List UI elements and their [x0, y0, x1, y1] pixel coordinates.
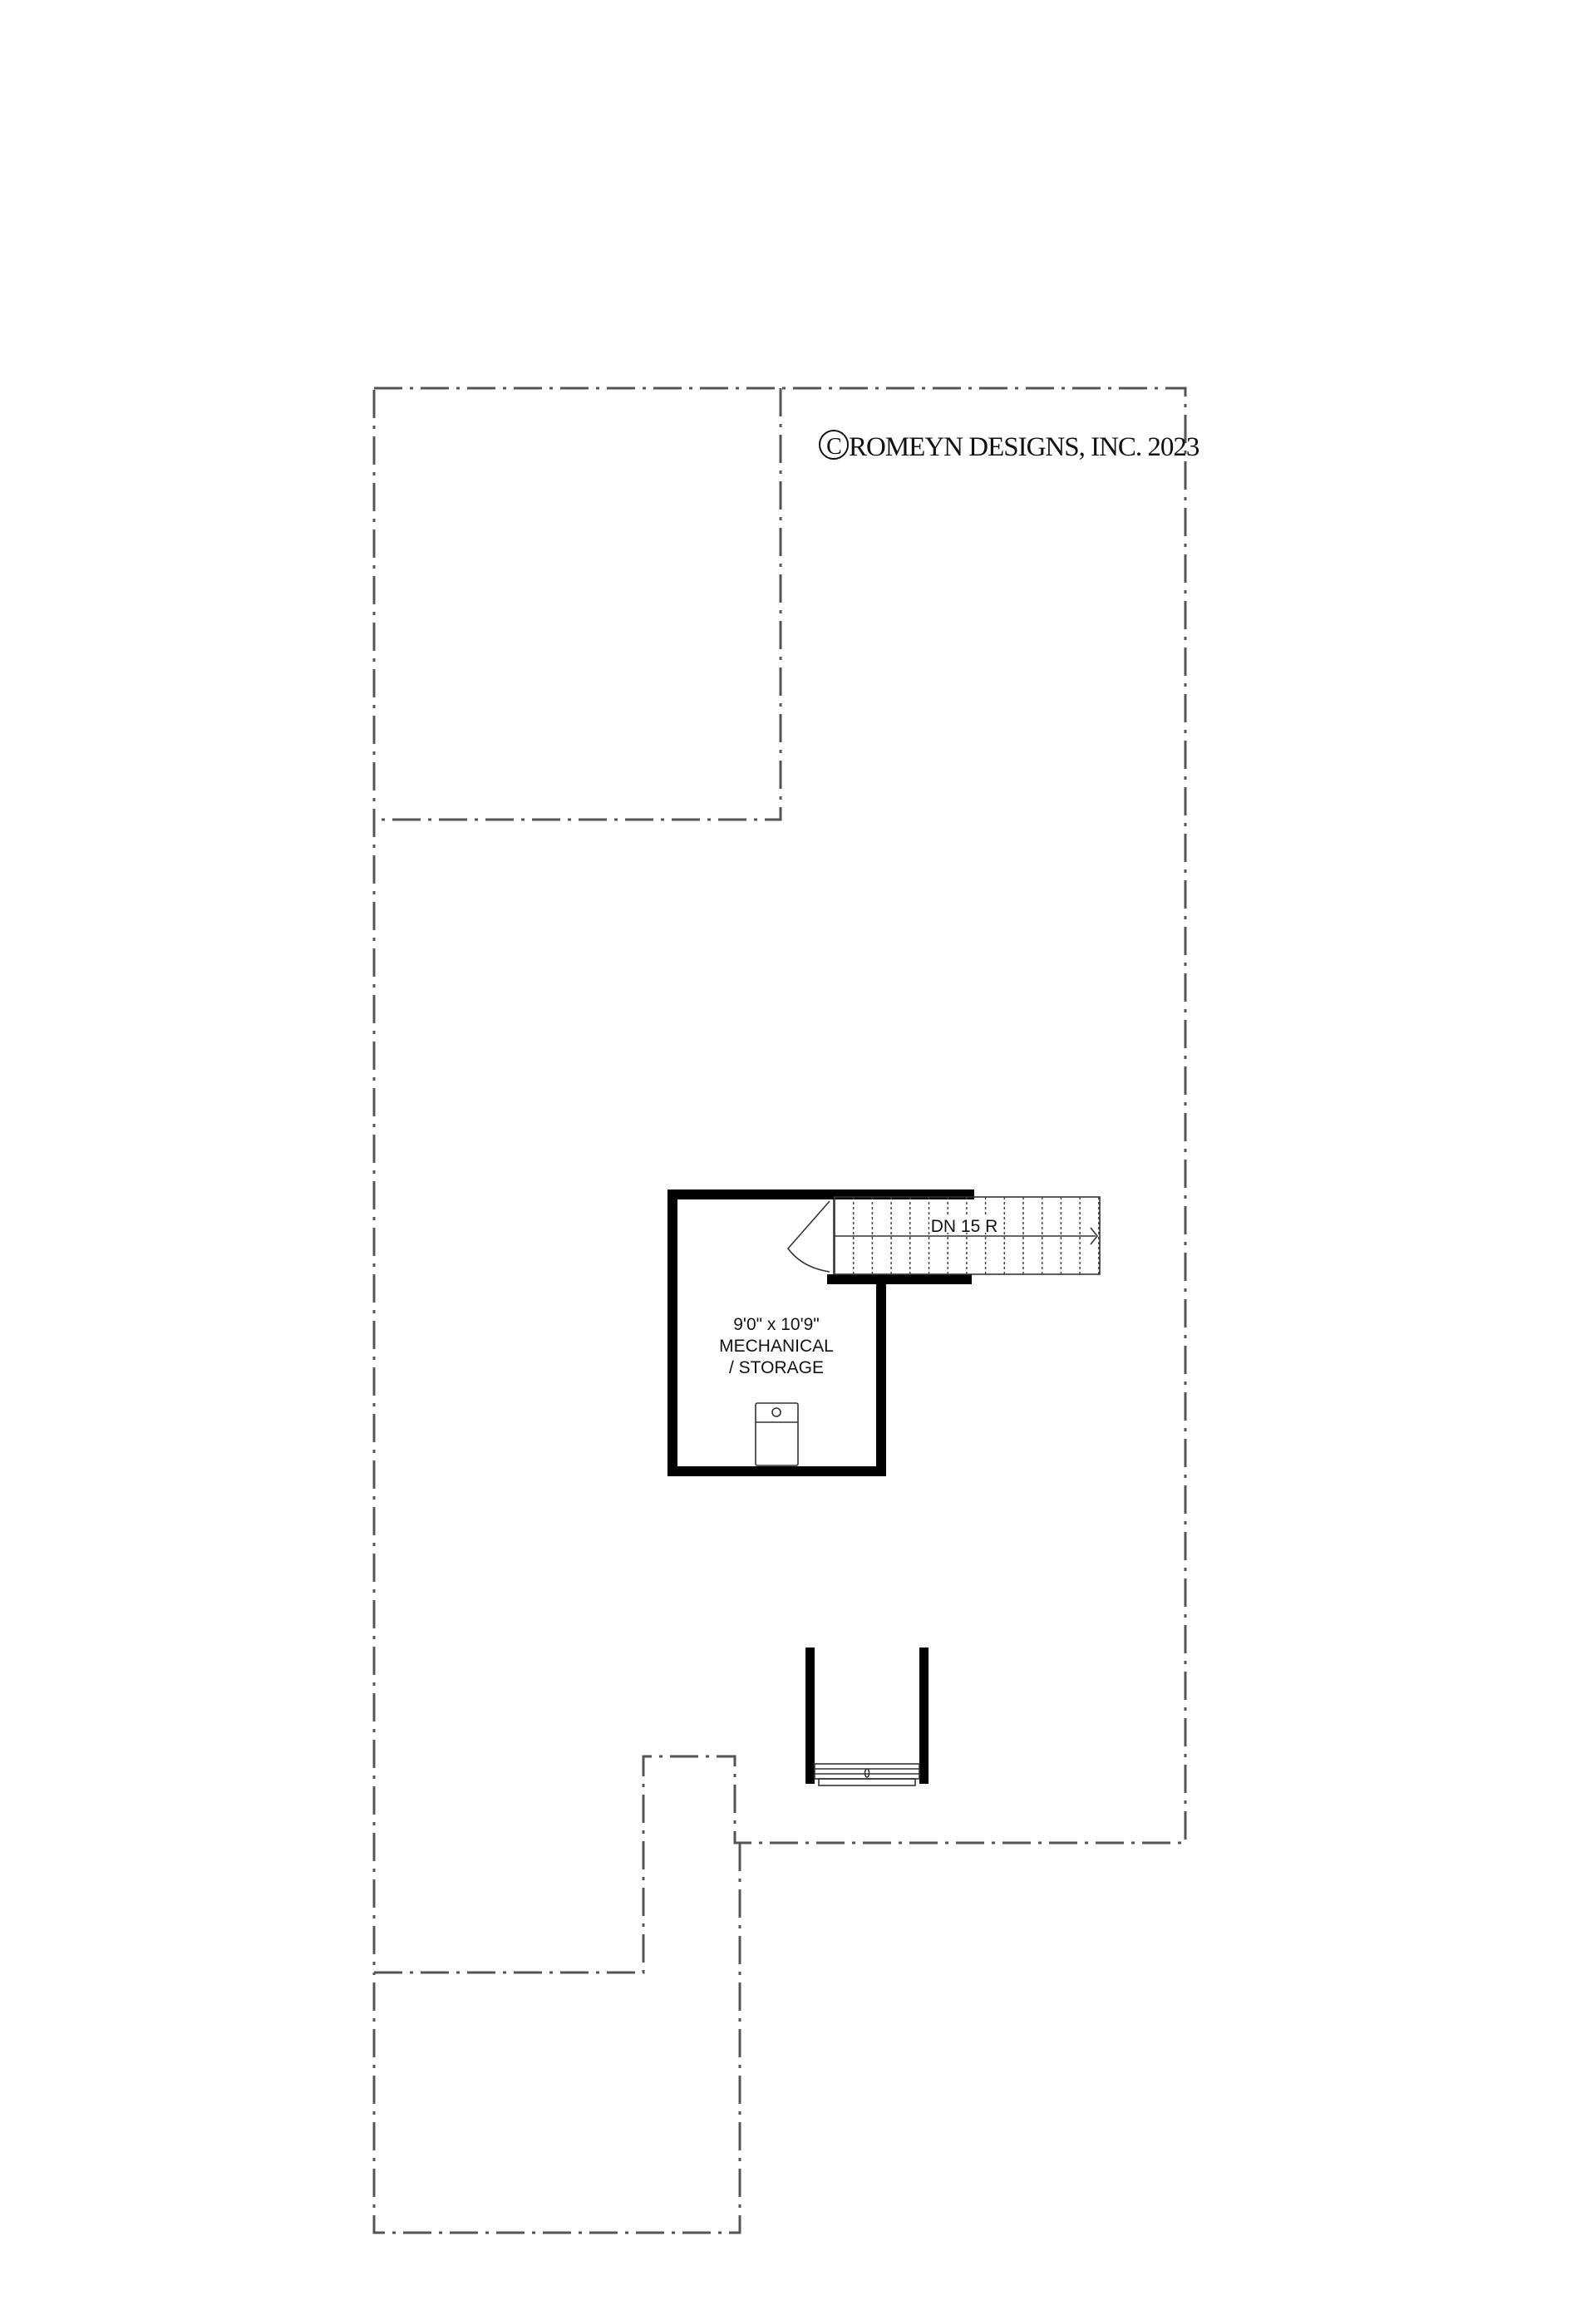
room-name: MECHANICAL [719, 1337, 834, 1356]
copyright-text: ROMEYN DESIGNS, INC. 2023 [849, 432, 1199, 462]
room-name-line2: / STORAGE [729, 1358, 824, 1377]
wall-bottom [667, 1466, 886, 1476]
copyright-icon [819, 430, 849, 460]
wall-stair-bottom [827, 1274, 972, 1284]
bay-window [805, 1647, 929, 1786]
stair-label: DN 15 R [931, 1217, 998, 1236]
bay-wall-left [805, 1647, 815, 1784]
room-dimensions: 9'0" x 10'9" [733, 1315, 820, 1334]
wall-right [876, 1274, 886, 1476]
stair-arrow-icon [1090, 1227, 1099, 1245]
stair-label-bg [929, 1214, 1002, 1233]
outline-main [372, 387, 1187, 1974]
water-heater-icon [755, 1402, 799, 1466]
stair: DN 15 R [834, 1196, 1101, 1275]
door-swing [786, 1200, 830, 1273]
bay-wall-right [919, 1647, 929, 1784]
mechanical-room: 9'0" x 10'9" MECHANICAL / STORAGE [667, 1189, 974, 1476]
copyright-symbol: C [826, 434, 841, 460]
wall-left [667, 1189, 677, 1476]
wall-top [667, 1189, 974, 1199]
outline-lower-left [372, 1843, 741, 2234]
outline-upper-left [374, 388, 782, 821]
copyright-notice: C ROMEYN DESIGNS, INC. 2023 [819, 430, 1200, 462]
